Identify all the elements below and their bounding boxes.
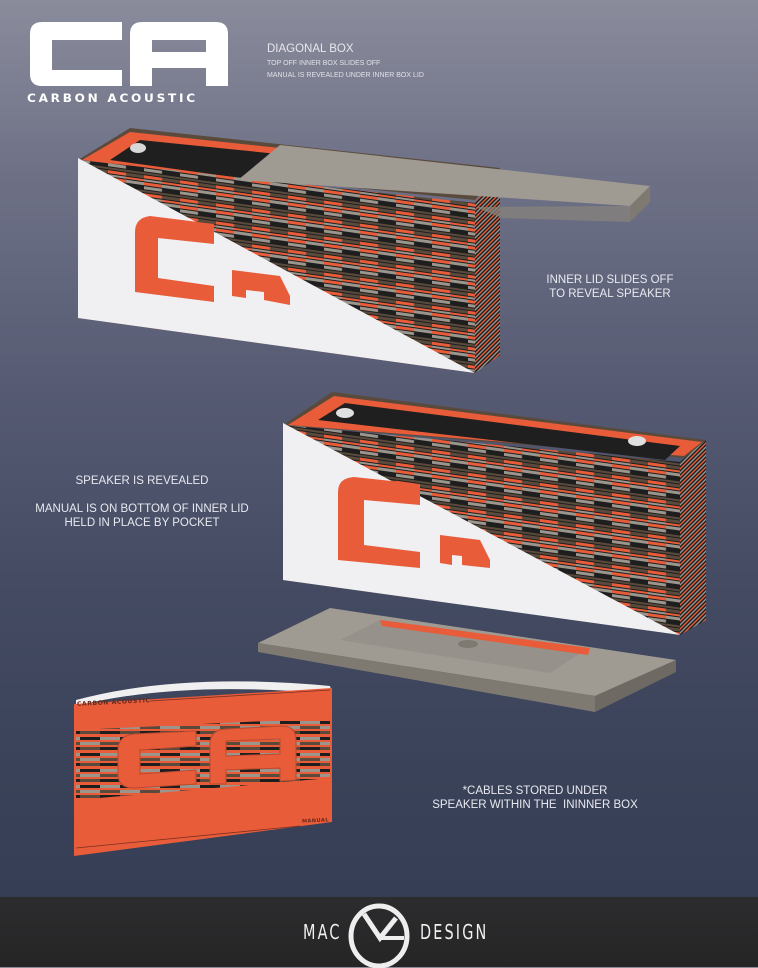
note-line: INNER LID SLIDES OFF: [546, 274, 674, 286]
speaker-revealed-note: SPEAKER IS REVEALED MANUAL IS ON BOTTOM …: [20, 474, 264, 530]
header-title: DIAGONAL BOX: [267, 43, 354, 55]
box-open-speaker: [283, 392, 706, 635]
header-line: TOP OFF INNER BOX SLIDES OFF: [267, 60, 381, 67]
manual-booklet: [74, 681, 332, 856]
footer-mac-text: MAC: [303, 920, 342, 944]
inner-lid-note: INNER LID SLIDES OFF TO REVEAL SPEAKER: [520, 273, 700, 301]
note-line: HELD IN PLACE BY POCKET: [64, 517, 220, 529]
mac-design-emblem-icon: [348, 903, 410, 968]
brand-name: CARBON ACOUSTIC: [27, 91, 198, 105]
carbon-acoustic-logo-icon: [30, 22, 228, 86]
cables-note: *CABLES STORED UNDER SPEAKER WITHIN THE …: [410, 784, 660, 812]
note-line: TO REVEAL SPEAKER: [549, 288, 671, 300]
footer-design-text: DESIGN: [420, 920, 489, 944]
note-line: SPEAKER WITHIN THE ININNER BOX: [432, 799, 638, 811]
note-line: SPEAKER IS REVEALED: [75, 475, 209, 487]
note-line: *CABLES STORED UNDER: [462, 785, 608, 797]
inner-lid-with-manual-pocket: [258, 608, 676, 712]
note-line: MANUAL IS ON BOTTOM OF INNER LID: [35, 503, 249, 515]
header-line: MANUAL IS REVEALED UNDER INNER BOX LID: [267, 72, 424, 79]
box-with-sliding-lid: [78, 128, 650, 373]
